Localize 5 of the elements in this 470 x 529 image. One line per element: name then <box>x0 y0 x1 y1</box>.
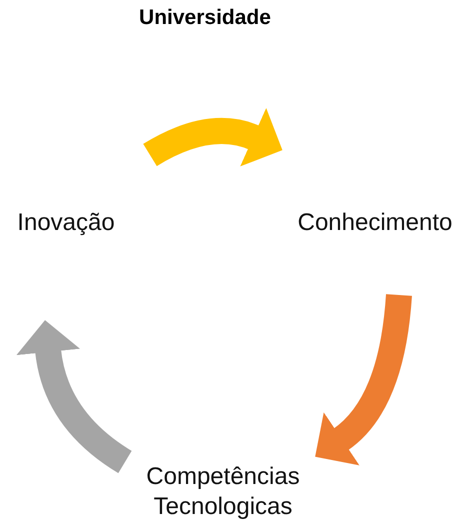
curved-arrow <box>316 294 412 464</box>
title: Universidade <box>138 6 272 30</box>
node-label: Inovação <box>17 208 115 238</box>
node-label: Competências Tecnologicas <box>145 462 301 522</box>
node-label: Conhecimento <box>298 208 452 238</box>
